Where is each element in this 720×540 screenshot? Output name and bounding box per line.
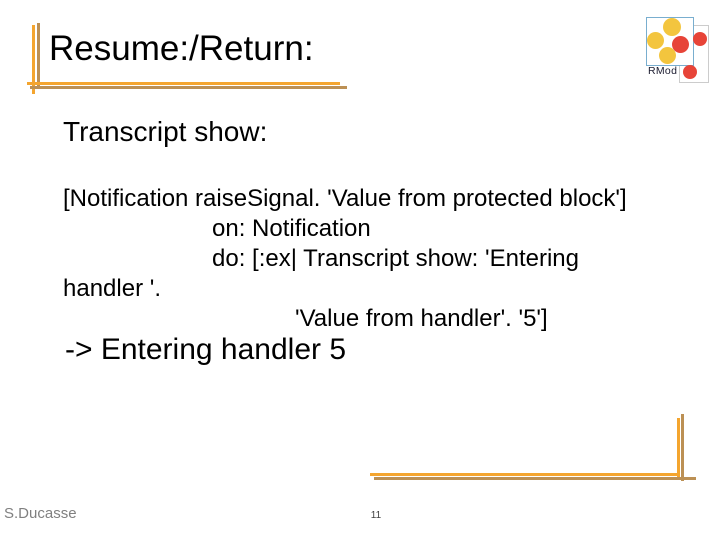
logo-red-circle-bottom <box>683 65 697 79</box>
logo-red-circle-right <box>693 32 707 46</box>
title-accent-vertical-orange-line <box>32 25 35 94</box>
footer-author: S.Ducasse <box>4 505 77 522</box>
title-accent-horizontal-orange-line <box>27 82 340 85</box>
slide-title: Resume:/Return: <box>49 29 314 68</box>
code-line: do: [:ex| Transcript show: 'Entering <box>212 245 579 272</box>
code-line: on: Notification <box>212 215 371 242</box>
title-accent-horizontal-tan-line <box>30 86 347 89</box>
result-line: -> Entering handler 5 <box>65 333 347 366</box>
title-accent-vertical-tan-line <box>37 23 40 89</box>
logo-yellow-circle-left <box>647 32 664 49</box>
logo-red-circle-center <box>672 36 689 53</box>
page-number: 11 <box>370 510 382 521</box>
code-line: 'Value from handler'. '5'] <box>295 305 548 332</box>
bottom-accent-vertical-orange-line <box>677 418 680 477</box>
logo-label: RMod <box>648 65 678 77</box>
transcript-show-label: Transcript show: <box>63 116 268 147</box>
bottom-accent-horizontal-tan-line <box>374 477 696 480</box>
logo-yellow-circle-top <box>663 18 681 36</box>
code-line: [Notification raiseSignal. 'Value from p… <box>63 185 627 212</box>
rmod-logo: RMod <box>640 12 715 90</box>
code-line: handler '. <box>63 275 161 302</box>
code-block: [Notification raiseSignal. 'Value from p… <box>63 184 627 334</box>
bottom-accent-horizontal-orange-line <box>370 473 680 476</box>
bottom-accent-vertical-tan-line <box>681 414 684 481</box>
logo-yellow-circle-bottom <box>659 47 676 64</box>
